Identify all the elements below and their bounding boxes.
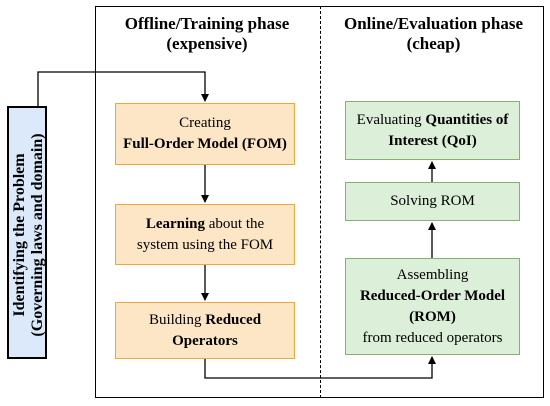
assembling-line2-wrap: Reduced-Order Model <box>360 286 505 307</box>
offline-title-line1: Offline/Training phase <box>124 14 290 33</box>
reduced-ops-line1: Building Reduced <box>149 310 261 331</box>
fom-line2-wrap: Full-Order Model (FOM) <box>123 134 287 155</box>
learning-box: Learning about the system using the FOM <box>115 204 295 265</box>
solving-rom-box: Solving ROM <box>345 182 520 221</box>
qoi-line1: Evaluating Quantities of <box>357 110 509 131</box>
arrow-problem-to-fom <box>37 71 209 106</box>
assembling-line4: from reduced operators <box>362 329 503 346</box>
identifying-problem-box: Identifying the Problem (Governing laws … <box>7 106 47 359</box>
qoi-line2-wrap: Interest (QoI) <box>388 131 476 152</box>
reduced-ops-line2-wrap: Operators <box>172 331 238 352</box>
reduced-ops-plain: Building <box>148 311 206 328</box>
arrow-reduced-to-assembling <box>204 356 436 379</box>
learning-rest: about the <box>205 215 265 232</box>
offline-title-line2: (expensive) <box>166 34 248 53</box>
assembling-rom-box: Assembling Reduced-Order Model (ROM) fro… <box>345 258 520 355</box>
reduced-ops-line2: Operators <box>172 332 238 349</box>
assembling-line3: (ROM) <box>409 308 456 325</box>
qoi-plain: Evaluating <box>356 111 426 128</box>
fom-line2: Full-Order Model (FOM) <box>123 136 287 152</box>
assembling-line2: Reduced-Order Model <box>359 287 506 304</box>
fom-line1: Creating <box>179 115 231 131</box>
reduced-ops-bold: Reduced <box>205 311 262 328</box>
phases-frame <box>95 6 544 398</box>
qoi-bold: Quantities of <box>425 111 509 128</box>
assembling-line1: Assembling <box>396 266 469 283</box>
solving-line1: Solving ROM <box>390 193 475 209</box>
building-reduced-operators-box: Building Reduced Operators <box>115 302 295 359</box>
evaluating-qoi-box: Evaluating Quantities of Interest (QoI) <box>345 101 520 160</box>
creating-fom-box: Creating Full-Order Model (FOM) <box>115 103 295 165</box>
learning-line2: system using the FOM <box>136 236 274 253</box>
qoi-line2: Interest (QoI) <box>388 132 477 149</box>
learning-bold: Learning <box>145 215 206 232</box>
learning-line1: Learning about the <box>146 214 264 235</box>
online-title-line2: (cheap) <box>406 34 461 53</box>
offline-phase-title: Offline/Training phase (expensive) <box>107 14 307 54</box>
phase-divider <box>320 6 321 398</box>
online-phase-title: Online/Evaluation phase (cheap) <box>326 14 541 54</box>
online-title-line1: Online/Evaluation phase <box>343 14 524 33</box>
assembling-line3-wrap: (ROM) <box>409 307 456 328</box>
